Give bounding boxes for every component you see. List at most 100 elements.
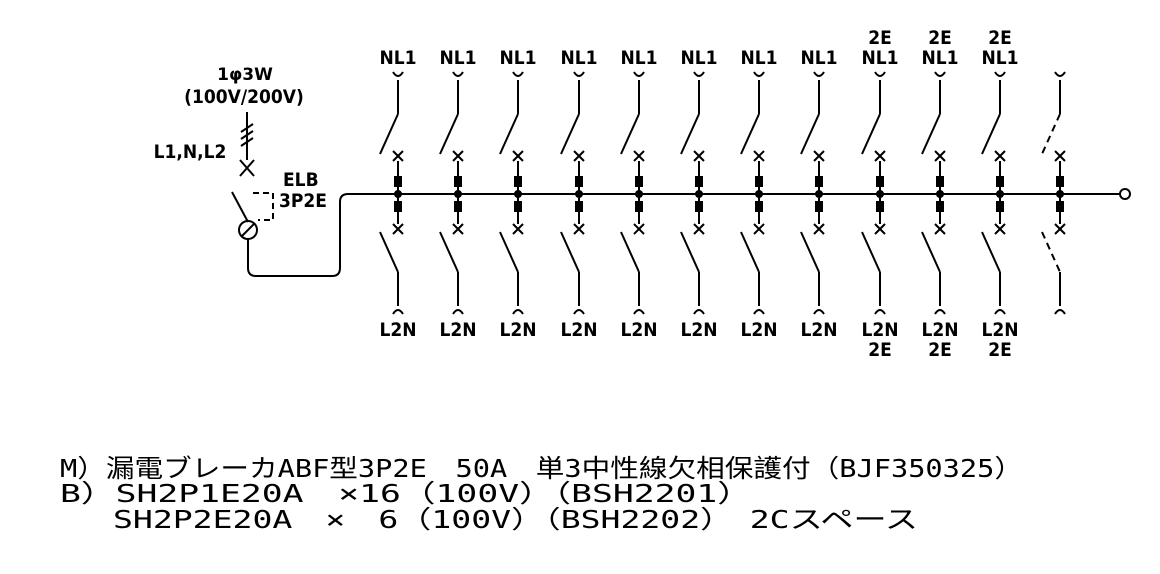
note-branch-breakers-1: B）SH2P1E20A ×16（100V）（BSH2201） xyxy=(60,479,752,508)
bus-clip-icon xyxy=(1056,176,1064,187)
terminal-cup-icon xyxy=(753,71,765,77)
upper-switch-blade xyxy=(560,113,580,155)
bus-clip-icon xyxy=(635,176,643,187)
bus-clip-icon xyxy=(635,201,643,212)
terminal-cup-icon xyxy=(693,71,705,77)
terminal-cup-icon xyxy=(573,309,585,315)
branch-breaker xyxy=(680,71,705,315)
contact-x-icon-stroke xyxy=(994,223,1006,235)
branch-breaker xyxy=(620,71,645,315)
contact-x-icon-stroke xyxy=(753,223,765,235)
terminal-cup-icon xyxy=(452,309,464,315)
upper-switch-blade xyxy=(1041,113,1061,155)
feed-wire xyxy=(247,193,1120,277)
lower-label-circuit: L2N xyxy=(800,319,837,341)
branch-breaker xyxy=(439,71,464,315)
lower-label-earth: 2E xyxy=(928,339,952,361)
upper-label-circuit: NL1 xyxy=(740,47,777,69)
note-branch-breakers-2: SH2P2E20A × 6（100V）（BSH2202） 2Cスペース xyxy=(60,505,918,534)
branch-breaker xyxy=(379,71,404,315)
terminal-cup-icon xyxy=(512,309,524,315)
bus-clip-icon xyxy=(755,201,763,212)
upper-label-circuit: NL1 xyxy=(439,47,476,69)
upper-label-circuit: NL1 xyxy=(379,47,416,69)
contact-x-icon-stroke xyxy=(512,223,524,235)
bus-clip-icon xyxy=(575,176,583,187)
upper-label-earth: 2E xyxy=(868,27,892,49)
bus-clip-icon xyxy=(755,176,763,187)
bus-clip-icon xyxy=(996,201,1004,212)
contact-x-icon-stroke xyxy=(633,223,645,235)
upper-switch-blade xyxy=(379,113,399,155)
lower-label-circuit: L2N xyxy=(981,319,1018,341)
upper-label-circuit: NL1 xyxy=(921,47,958,69)
upper-label-circuit: NL1 xyxy=(981,47,1018,69)
upper-label-circuit: NL1 xyxy=(861,47,898,69)
contact-x-icon-stroke xyxy=(994,150,1006,162)
lower-label-circuit: L2N xyxy=(921,319,958,341)
terminal-cup-icon xyxy=(1054,309,1066,315)
lower-label-circuit: L2N xyxy=(439,319,476,341)
contact-x-icon-stroke xyxy=(813,223,825,235)
upper-label-earth: 2E xyxy=(988,27,1012,49)
bus-clip-icon xyxy=(454,201,462,212)
bus-clip-icon xyxy=(514,176,522,187)
lower-switch-blade xyxy=(620,231,640,273)
lower-label-circuit: L2N xyxy=(379,319,416,341)
note-main-breaker: M）漏電ブレーカABF型3P2E 50A 単3中性線欠相保護付（BJF35032… xyxy=(60,454,1023,483)
contact-x-icon-stroke xyxy=(392,223,404,235)
terminal-cup-icon xyxy=(813,309,825,315)
supply-phase-label: 1φ3W xyxy=(217,65,273,85)
contact-x-icon-stroke xyxy=(573,150,585,162)
lower-switch-blade xyxy=(439,231,459,273)
terminal-cup-icon xyxy=(874,309,886,315)
bus-clip-icon xyxy=(695,176,703,187)
bus-clip-icon xyxy=(1056,201,1064,212)
contact-x-icon-stroke xyxy=(1054,223,1066,235)
terminal-cup-icon xyxy=(753,309,765,315)
contact-x-icon-stroke xyxy=(874,223,886,235)
lower-switch-blade xyxy=(921,231,941,273)
lower-label-earth: 2E xyxy=(988,339,1012,361)
upper-label-circuit: NL1 xyxy=(499,47,536,69)
lower-switch-blade xyxy=(861,231,881,273)
upper-switch-blade xyxy=(620,113,640,155)
branch-breaker xyxy=(740,71,765,315)
upper-switch-blade xyxy=(680,113,700,155)
bus-clip-icon xyxy=(394,201,402,212)
terminal-cup-icon xyxy=(633,71,645,77)
lower-label-circuit: L2N xyxy=(680,319,717,341)
lower-label-circuit: L2N xyxy=(740,319,777,341)
supply-lines-label: L1,N,L2 xyxy=(154,141,227,163)
bus-clip-icon xyxy=(936,201,944,212)
branch-breaker xyxy=(499,71,524,315)
bus-clip-icon xyxy=(996,176,1004,187)
contact-x-icon-stroke xyxy=(452,150,464,162)
contact-x-icon-stroke xyxy=(693,150,705,162)
upper-label-circuit: NL1 xyxy=(800,47,837,69)
terminal-cup-icon xyxy=(934,309,946,315)
lower-switch-blade xyxy=(680,231,700,273)
contact-x-icon-stroke xyxy=(1054,150,1066,162)
lower-switch-blade xyxy=(379,231,399,273)
branch-breaker xyxy=(861,71,886,315)
bus-clip-icon xyxy=(936,176,944,187)
spare-breaker-space xyxy=(1041,71,1066,315)
upper-label-circuit: NL1 xyxy=(560,47,597,69)
lower-switch-blade xyxy=(800,231,820,273)
terminal-cup-icon xyxy=(813,71,825,77)
lower-label-circuit: L2N xyxy=(499,319,536,341)
upper-switch-blade xyxy=(981,113,1001,155)
upper-switch-blade xyxy=(499,113,519,155)
contact-x-icon-stroke xyxy=(573,223,585,235)
upper-switch-blade xyxy=(861,113,881,155)
terminal-cup-icon xyxy=(693,309,705,315)
lower-switch-blade xyxy=(1041,231,1061,273)
upper-switch-blade xyxy=(439,113,459,155)
bus-clip-icon xyxy=(695,201,703,212)
terminal-cup-icon xyxy=(994,71,1006,77)
upper-switch-blade xyxy=(921,113,941,155)
branch-breaker xyxy=(800,71,825,315)
contact-x-icon-stroke xyxy=(753,150,765,162)
